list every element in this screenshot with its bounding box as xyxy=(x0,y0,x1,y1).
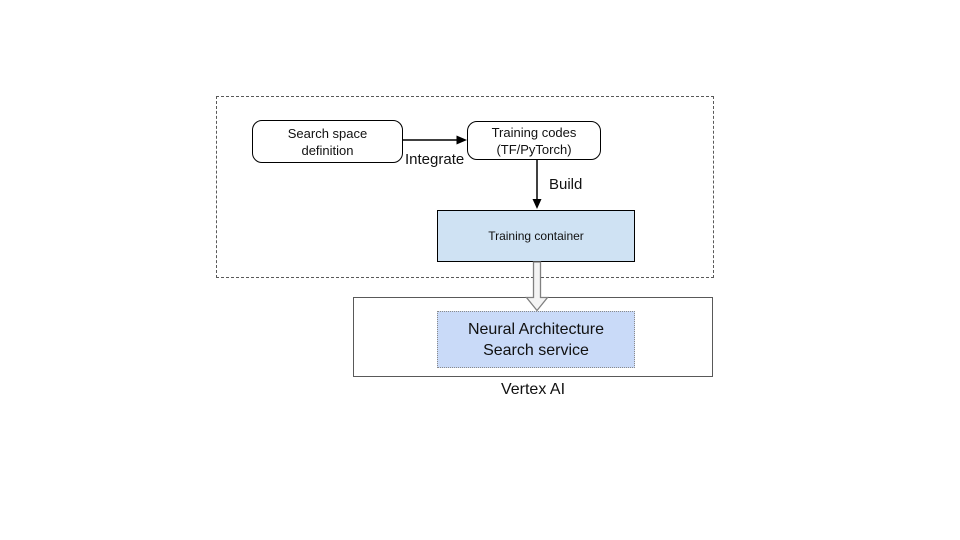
search-space-label-line1: Search space xyxy=(287,125,368,141)
search-space-box: Search space definition xyxy=(252,120,403,163)
nas-service-label-line1: Neural Architecture xyxy=(467,320,605,338)
training-container-label: Training container xyxy=(488,229,584,243)
training-codes-box: Training codes (TF/PyTorch) xyxy=(467,121,601,160)
nas-service-box: Neural Architecture Search service xyxy=(437,311,635,368)
training-codes-label-line2: (TF/PyTorch) xyxy=(496,141,572,157)
dev-environment-box xyxy=(216,96,714,278)
vertex-ai-label: Vertex AI xyxy=(500,381,566,398)
integrate-edge-label: Integrate xyxy=(405,151,465,168)
nas-service-label-line2: Search service xyxy=(483,341,589,359)
search-space-label-line2: definition xyxy=(301,142,354,158)
build-edge-label: Build xyxy=(549,176,583,193)
training-container-box: Training container xyxy=(437,210,635,262)
training-codes-label-line1: Training codes xyxy=(491,124,577,140)
